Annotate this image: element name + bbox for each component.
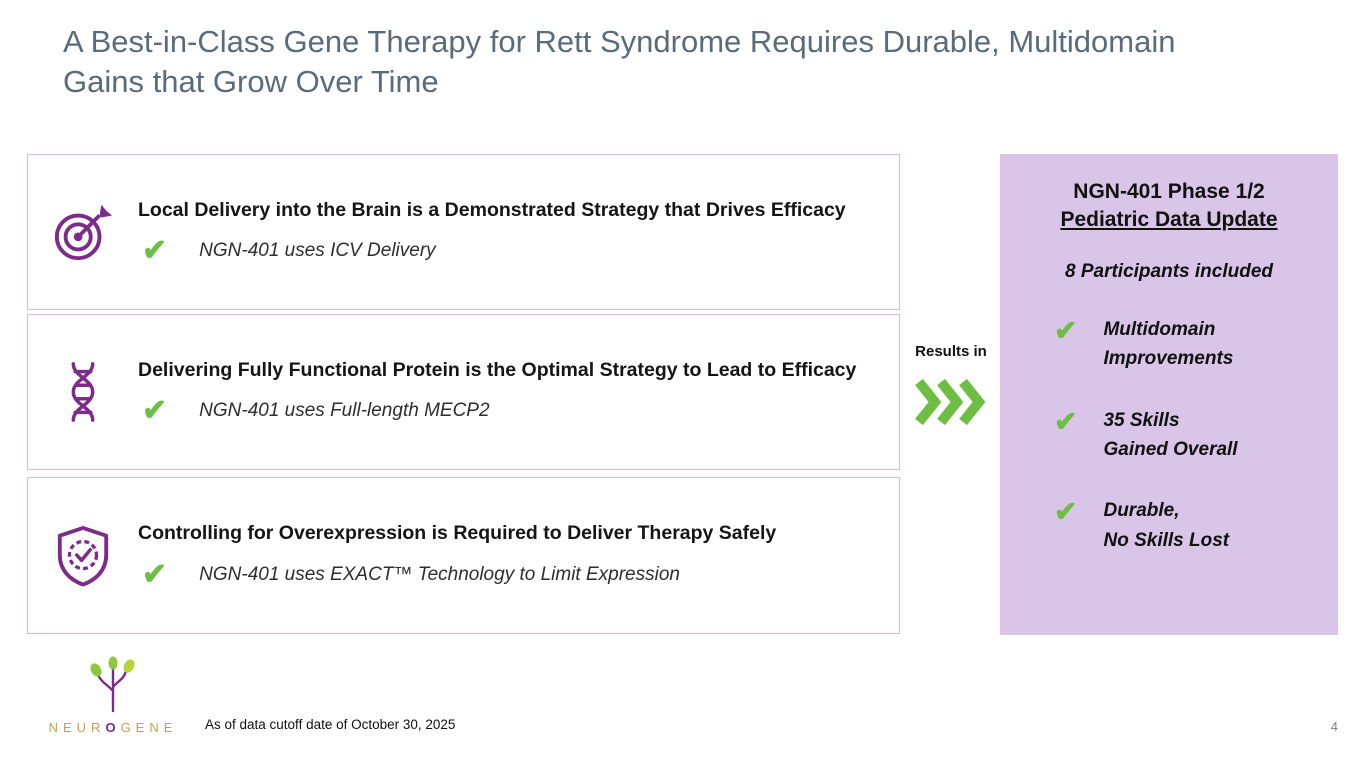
results-in-label: Results in xyxy=(915,343,987,360)
neurogene-logo-text: NEUROGENE xyxy=(48,720,178,735)
check-icon: ✔ xyxy=(1054,405,1078,437)
participants-count: 8 Participants included xyxy=(1065,260,1273,282)
slide-title: A Best-in-Class Gene Therapy for Rett Sy… xyxy=(63,24,1176,100)
strategy-heading: Local Delivery into the Brain is a Demon… xyxy=(138,198,846,221)
check-icon: ✔ xyxy=(1054,496,1078,528)
results-panel-title-line1: NGN-401 Phase 1/2 xyxy=(1073,180,1265,203)
strategy-box-overexpression: Controlling for Overexpression is Requir… xyxy=(27,477,900,634)
strategy-check-text: NGN-401 uses EXACT™ Technology to Limit … xyxy=(199,563,680,585)
strategy-check-text: NGN-401 uses Full-length MECP2 xyxy=(199,400,490,422)
shield-check-icon xyxy=(28,525,138,587)
check-icon: ✔ xyxy=(142,234,168,268)
result-item-text: Durable, No Skills Lost xyxy=(1103,500,1230,551)
result-item-durable: ✔ Durable, No Skills Lost xyxy=(1018,496,1320,555)
results-panel-title: NGN-401 Phase 1/2 Pediatric Data Update xyxy=(1018,178,1320,235)
result-item-multidomain: ✔ Multidomain Improvements xyxy=(1018,315,1320,374)
neurogene-logo: NEUROGENE xyxy=(48,655,178,735)
result-item-text: Multidomain Improvements xyxy=(1103,318,1234,370)
chevron-arrows-icon xyxy=(913,378,989,426)
strategy-heading: Delivering Fully Functional Protein is t… xyxy=(138,358,857,381)
result-item-skills-gained: ✔ 35 Skills Gained Overall xyxy=(1018,406,1320,465)
dna-icon xyxy=(28,361,138,423)
target-icon xyxy=(28,201,138,263)
results-panel: NGN-401 Phase 1/2 Pediatric Data Update … xyxy=(1000,154,1338,635)
strategy-check-text: NGN-401 uses ICV Delivery xyxy=(199,240,436,262)
strategy-heading: Controlling for Overexpression is Requir… xyxy=(138,522,777,545)
check-icon: ✔ xyxy=(1054,314,1078,346)
neurogene-tree-icon xyxy=(90,656,135,713)
results-panel-title-line2: Pediatric Data Update xyxy=(1060,208,1278,232)
check-icon: ✔ xyxy=(142,557,168,591)
strategy-box-full-protein: Delivering Fully Functional Protein is t… xyxy=(27,314,900,470)
result-item-text: 35 Skills Gained Overall xyxy=(1103,409,1238,460)
page-number: 4 xyxy=(1330,719,1338,734)
strategy-box-local-delivery: Local Delivery into the Brain is a Demon… xyxy=(27,154,900,310)
check-icon: ✔ xyxy=(142,394,168,428)
data-cutoff-footnote: As of data cutoff date of October 30, 20… xyxy=(205,717,456,732)
